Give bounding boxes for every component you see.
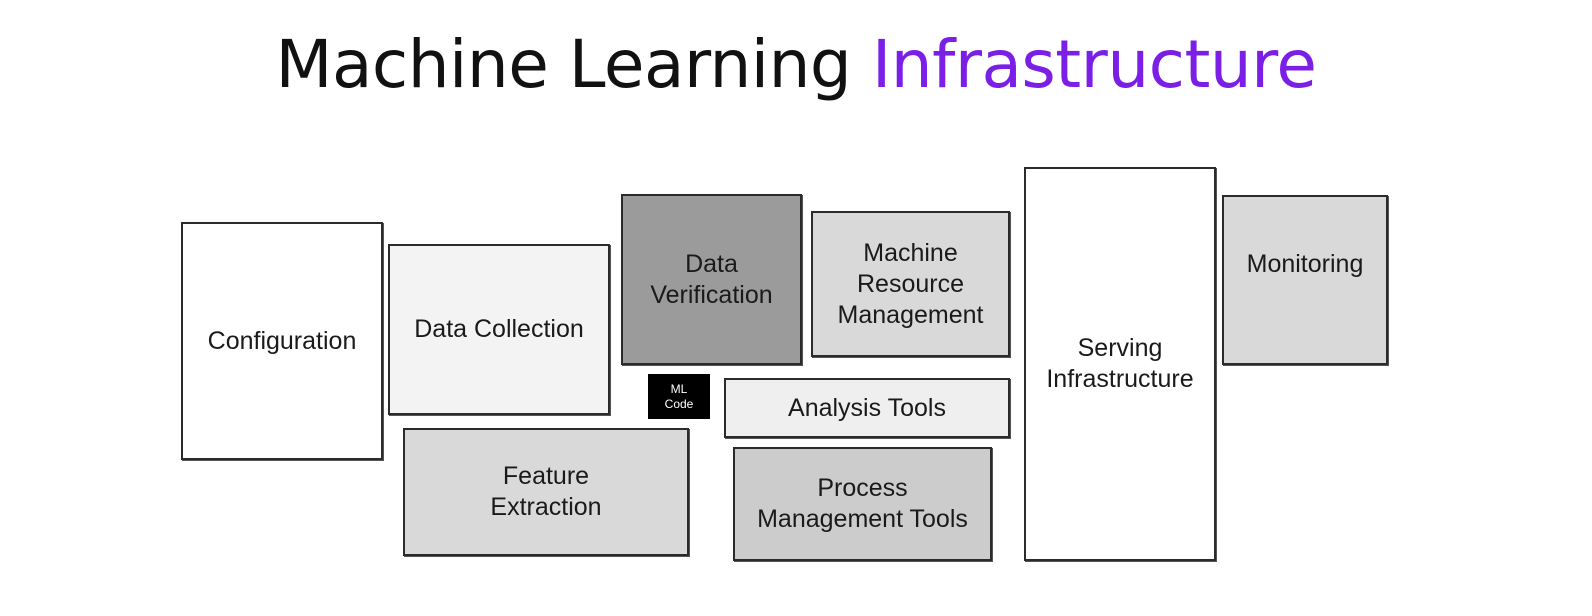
data-collection-label: Data Collection (414, 315, 584, 343)
data-verification-label: Data Verification (650, 249, 773, 309)
title-main: Machine Learning (275, 26, 872, 103)
feature-extraction-label: Feature Extraction (490, 462, 602, 521)
process-management-tools-label: Process Management Tools (757, 474, 968, 533)
machine-resource-management-label: Machine Resource Management (837, 238, 984, 329)
serving-infrastructure-box: Serving Infrastructure (1024, 167, 1216, 561)
data-collection-box: Data Collection (388, 244, 610, 415)
machine-resource-management-box: Machine Resource Management (811, 211, 1010, 357)
process-management-tools-box: Process Management Tools (733, 447, 992, 561)
serving-infrastructure-label: Serving Infrastructure (1046, 334, 1194, 393)
ml-code-box: ML Code (648, 374, 710, 419)
monitoring-label: Monitoring (1246, 249, 1364, 278)
feature-extraction-box: Feature Extraction (403, 428, 689, 556)
analysis-tools-box: Analysis Tools (724, 378, 1010, 438)
ml-code-label: ML Code (664, 381, 694, 411)
page-title: Machine Learning Infrastructure (0, 22, 1592, 108)
configuration-box: Configuration (181, 222, 383, 460)
title-accent: Infrastructure (871, 26, 1317, 103)
data-verification-box: Data Verification (621, 194, 802, 365)
monitoring-box: Monitoring (1222, 195, 1388, 365)
configuration-label: Configuration (207, 326, 357, 355)
analysis-tools-label: Analysis Tools (788, 393, 946, 422)
